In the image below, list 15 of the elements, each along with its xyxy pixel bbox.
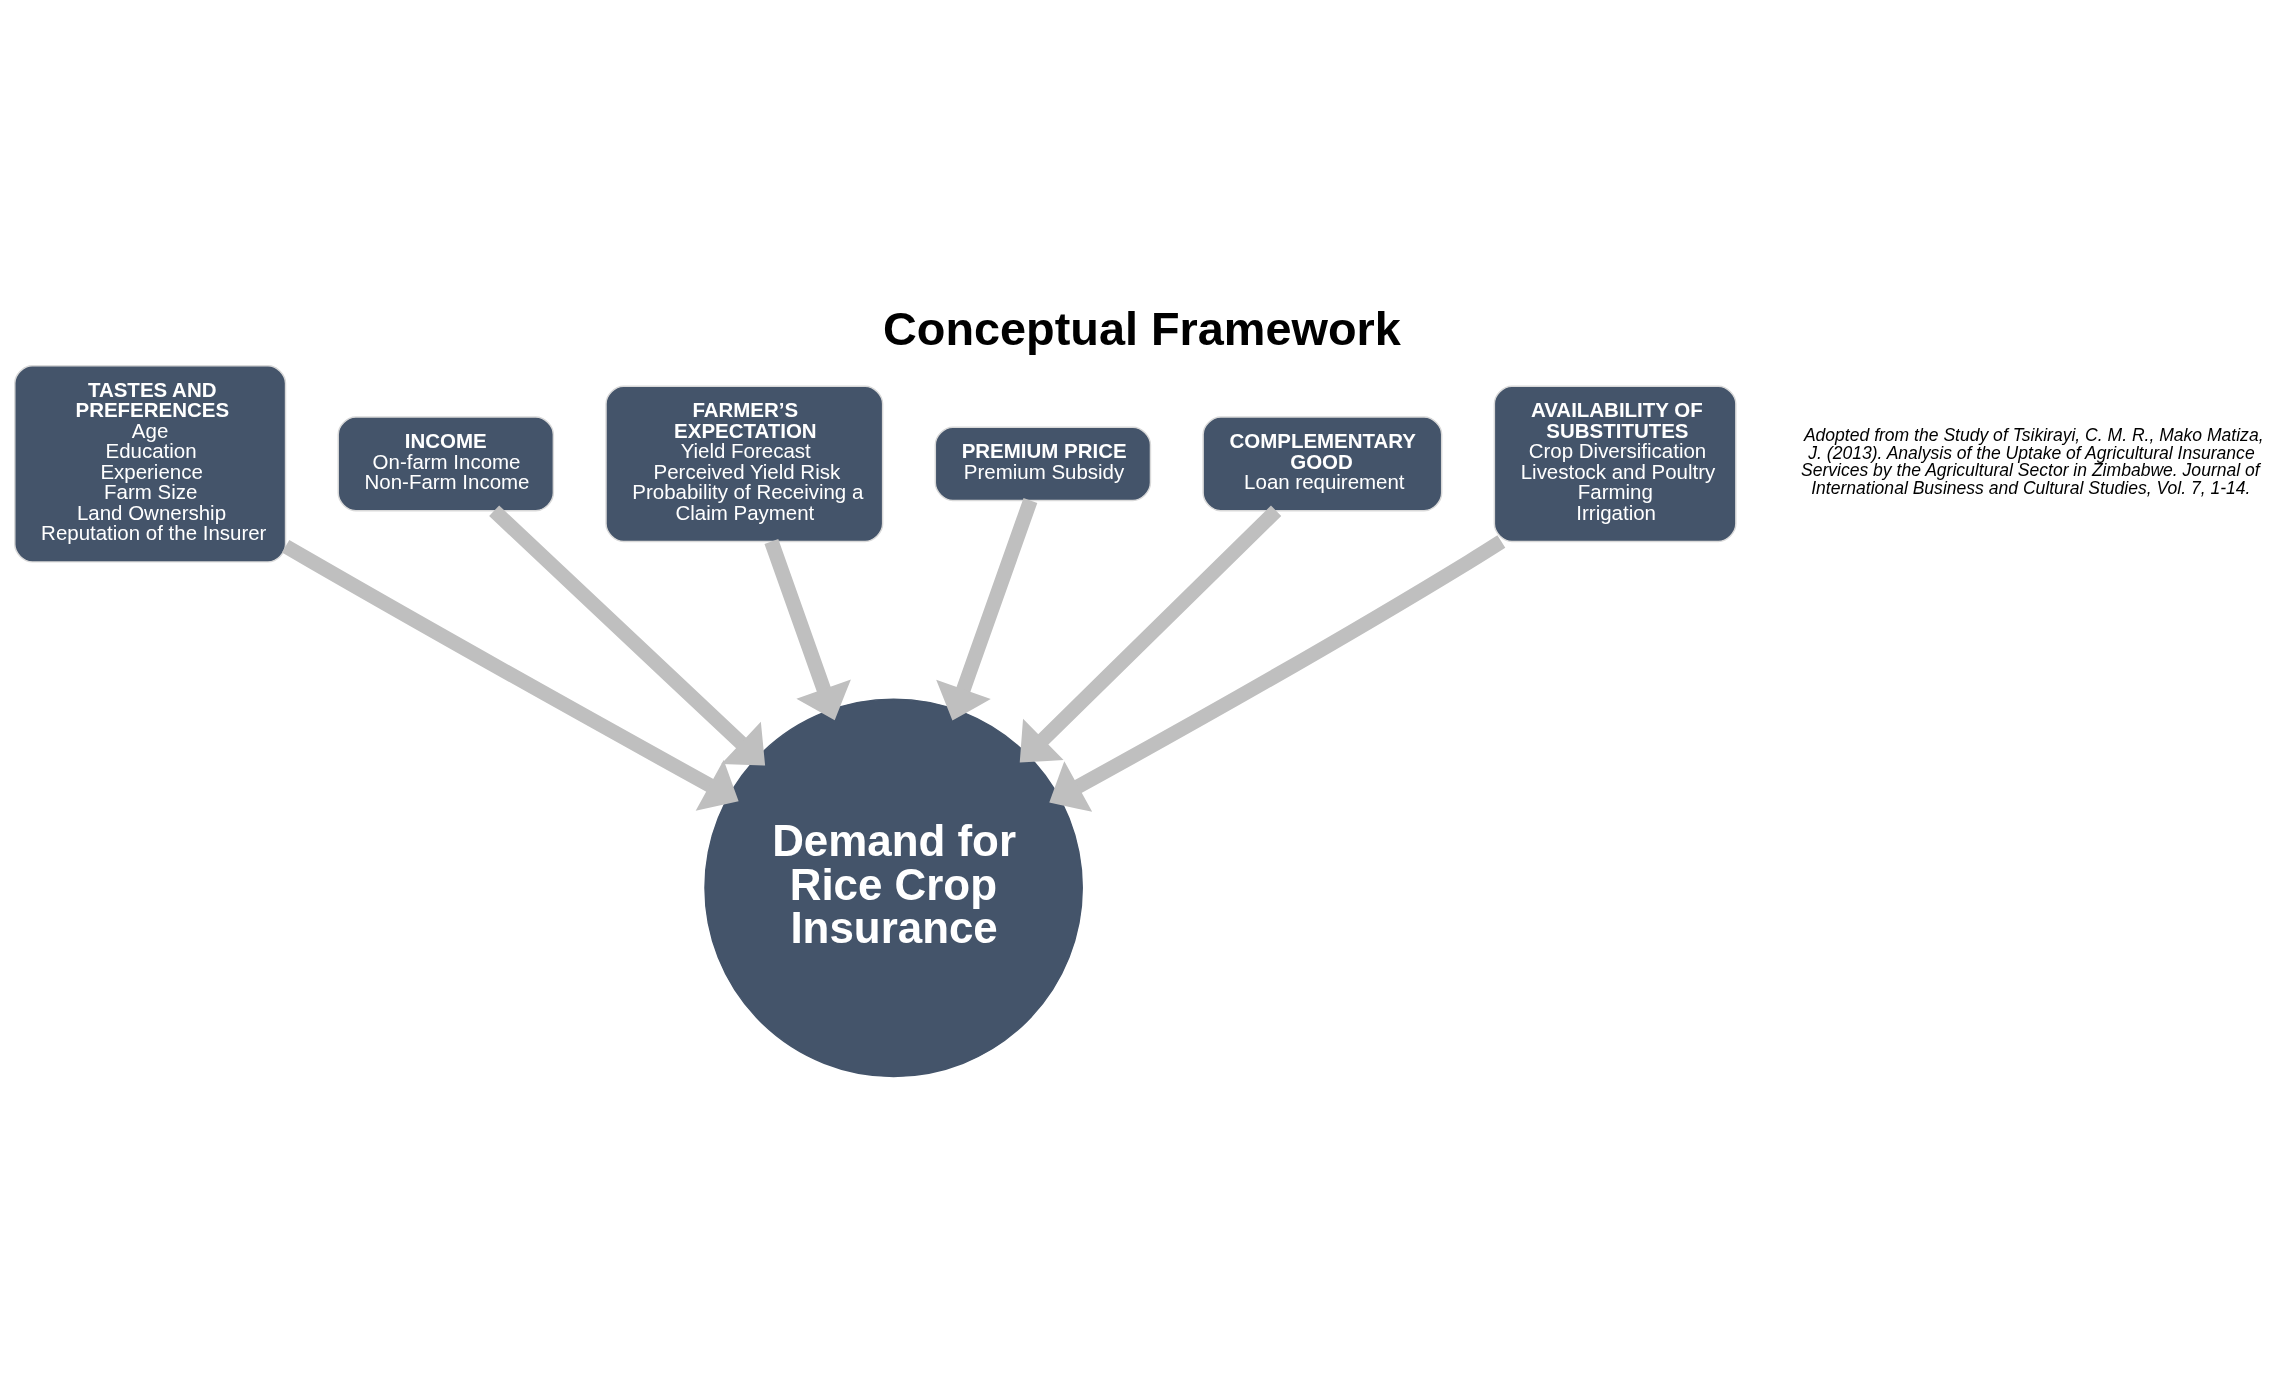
diagram-title: Conceptual Framework <box>883 302 1401 355</box>
node-box: AVAILABILITY OF SUBSTITUTES Crop Diversification Livestock and Poultry Farming Irrigation <box>1493 385 1737 542</box>
arrow <box>764 538 851 720</box>
label: Adopted from the Study of Tsikirayi, C. M. R., Mako Matiza, J. (2013). Analysis of the Uptake of Agricultural Insurance Services by the Agricultural Sector in Zimbabwe. Journal of International Business and Cultural Studies, Vol. 7, 1-14. <box>1800 424 2264 498</box>
arrow <box>936 497 1038 720</box>
node-box: COMPLEMENTARY GOOD Loan requirement <box>1202 415 1443 511</box>
node-box: TASTES AND PREFERENCES Age Education Experience Farm Size Land Ownership Reputation of the Insurer <box>14 364 287 563</box>
node-box: INCOME On-farm Income Non-Farm Income <box>337 415 555 511</box>
node-box: FARMER’S EXPECTATION Yield Forecast Perceived Yield Risk Probability of Receiving a Claim Payment <box>605 385 884 542</box>
arrow <box>1049 534 1506 812</box>
node-circle: Demand for Rice Crop Insurance <box>704 697 1083 1077</box>
node-box: PREMIUM PRICE Premium Subsidy <box>934 426 1152 501</box>
arrow <box>281 539 739 811</box>
arrow <box>489 504 766 766</box>
arrow <box>1019 505 1282 762</box>
